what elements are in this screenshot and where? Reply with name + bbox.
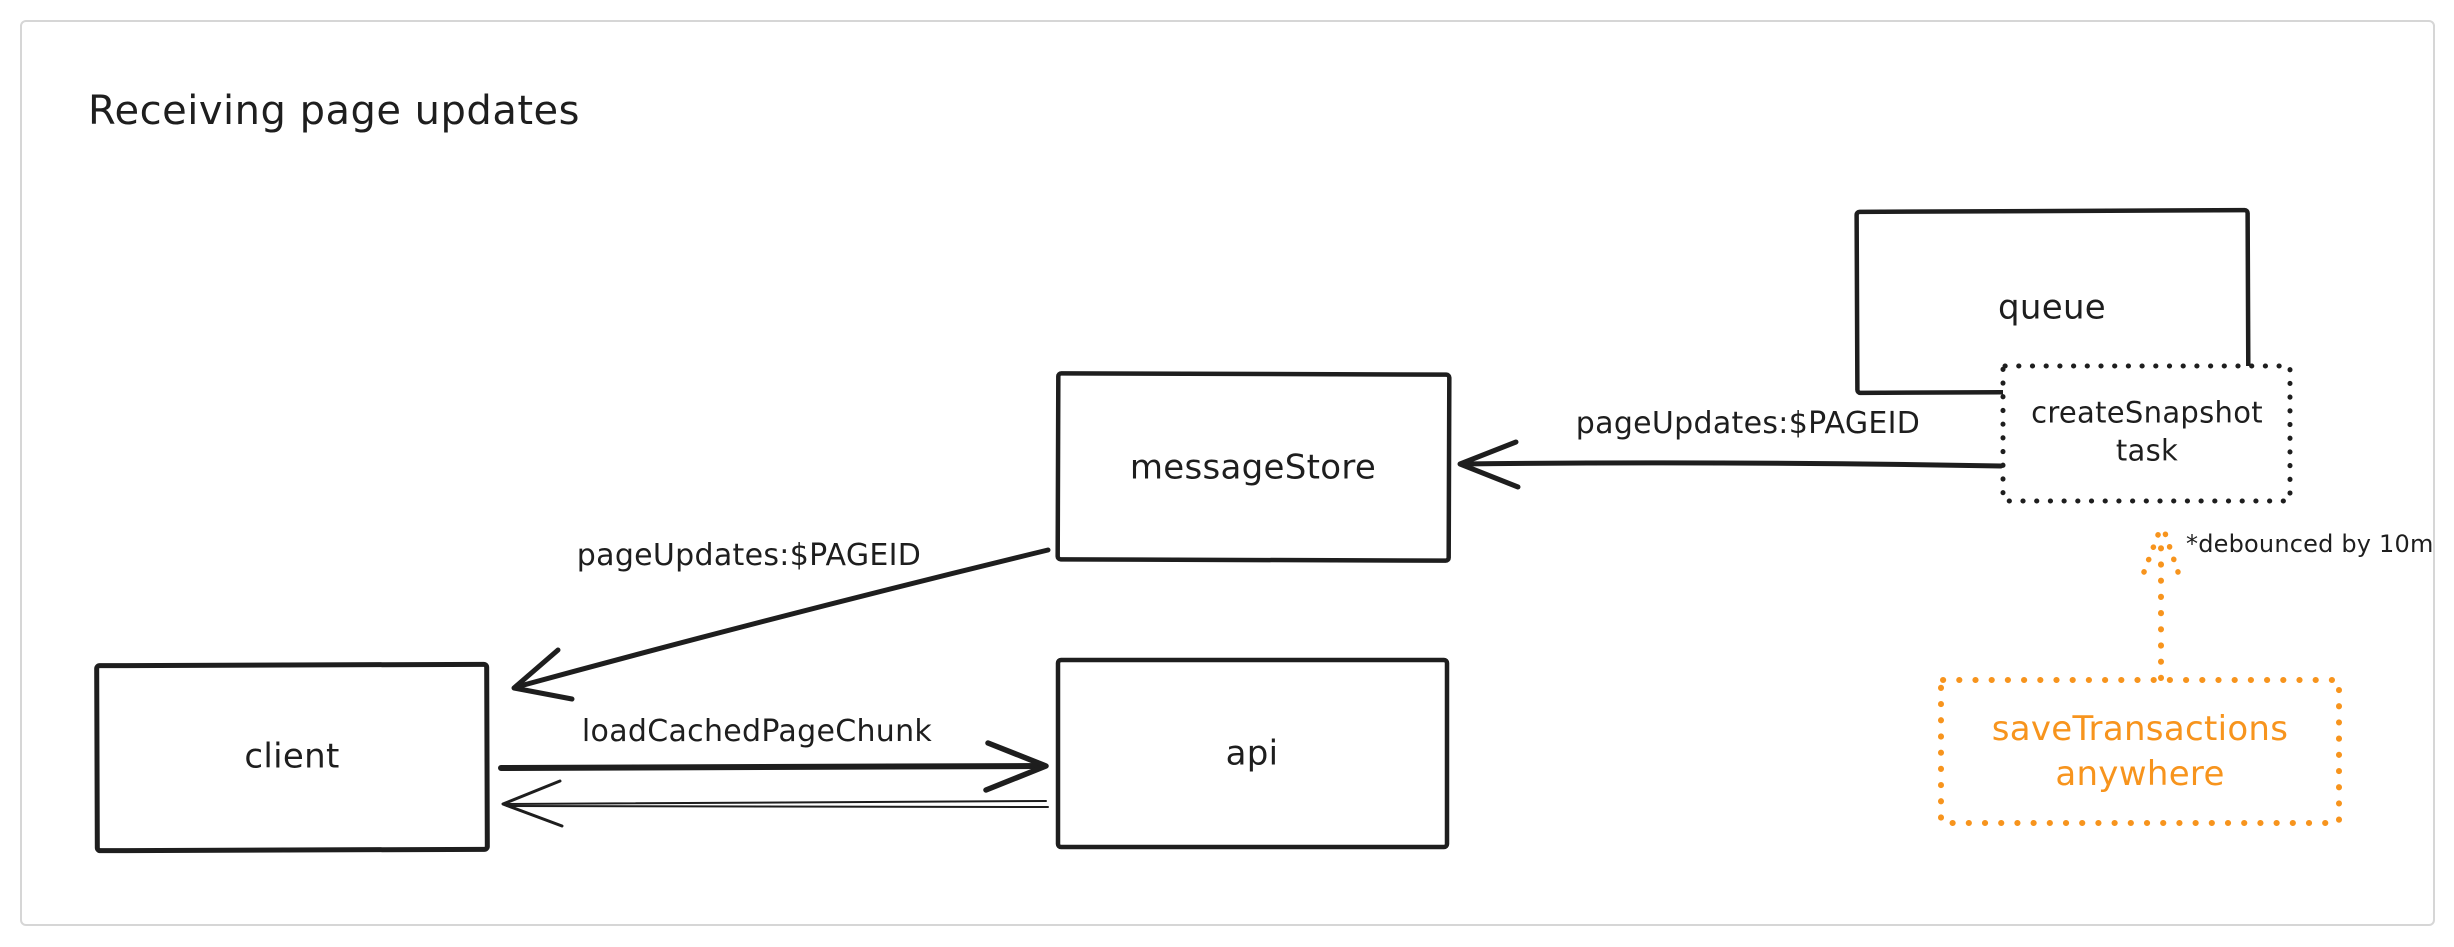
diagram-title: Receiving page updates	[88, 88, 580, 134]
arrow-api-to-client	[501, 779, 1049, 828]
arrow-savetransactions-to-snapshot	[2141, 524, 2181, 681]
create-snapshot-line2: task	[2115, 434, 2179, 468]
save-transactions-box-label: saveTransactions anywhere	[1950, 707, 2330, 797]
api-box-label: api	[1225, 733, 1279, 774]
create-snapshot-task-box	[2000, 363, 2293, 504]
save-transactions-line2: anywhere	[2055, 754, 2225, 794]
api-box	[1055, 657, 1450, 850]
client-box	[94, 661, 490, 854]
create-snapshot-line1: createSnapshot	[2031, 395, 2263, 430]
edge-label-loadcachedpagechunk: loadCachedPageChunk	[581, 714, 933, 750]
arrow-client-to-api	[498, 740, 1049, 793]
client-box-label: client	[244, 736, 340, 777]
edge-label-pageupdates-left: pageUpdates:$PAGEID	[576, 538, 922, 574]
save-transactions-box	[1938, 677, 2342, 826]
arrow-messagestore-to-client	[511, 547, 1051, 702]
save-transactions-line1: saveTransactions	[1991, 709, 2289, 750]
queue-box-label: queue	[1997, 287, 2107, 328]
message-store-box-label: messageStore	[1129, 447, 1377, 488]
message-store-box	[1055, 371, 1452, 563]
create-snapshot-task-box-label: createSnapshot task	[2007, 394, 2287, 471]
debounced-note: *debounced by 10m	[2186, 530, 2434, 559]
arrow-snapshot-to-messagestore	[1457, 439, 2004, 490]
edge-label-pageupdates-right: pageUpdates:$PAGEID	[1575, 406, 1921, 442]
